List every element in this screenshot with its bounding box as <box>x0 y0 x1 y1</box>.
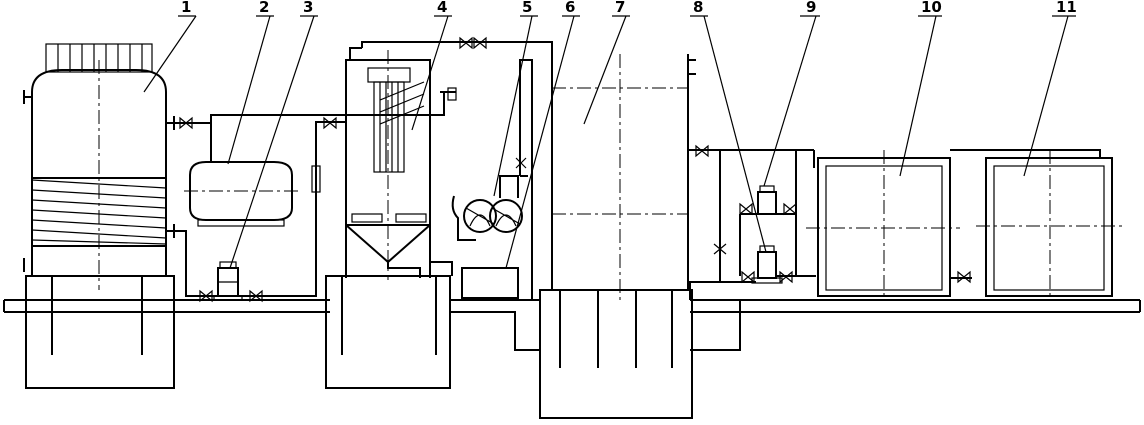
tank-7 <box>551 54 696 368</box>
foundation-middle <box>325 275 451 389</box>
callout-1: 1 <box>181 0 191 16</box>
callout-4: 4 <box>437 0 447 16</box>
callout-11: 11 <box>1056 0 1077 16</box>
callout-3: 3 <box>303 0 313 16</box>
vessel-2 <box>184 114 298 227</box>
callout-5: 5 <box>522 0 532 16</box>
box-10 <box>806 150 960 300</box>
piping <box>174 41 1101 300</box>
screw-6 <box>519 59 533 300</box>
box-11 <box>976 150 1122 300</box>
pump-3 <box>213 261 243 301</box>
callout-labels: 1 2 3 4 5 6 7 8 9 10 11 <box>181 0 1077 16</box>
callout-7: 7 <box>615 0 625 16</box>
foundation-left <box>25 275 175 389</box>
callout-6: 6 <box>565 0 575 16</box>
callout-10: 10 <box>921 0 942 16</box>
leader-lines <box>143 15 1076 269</box>
foundation-right <box>539 289 693 419</box>
ground-line <box>3 299 1141 351</box>
tank-1 <box>23 43 175 355</box>
reactor-4 <box>341 47 456 355</box>
valves <box>179 36 971 303</box>
blower-5 <box>451 175 523 299</box>
callout-8: 8 <box>693 0 703 16</box>
pump-8 <box>751 245 783 284</box>
callout-9: 9 <box>806 0 816 16</box>
pump-9 <box>739 185 797 276</box>
callout-2: 2 <box>259 0 269 16</box>
